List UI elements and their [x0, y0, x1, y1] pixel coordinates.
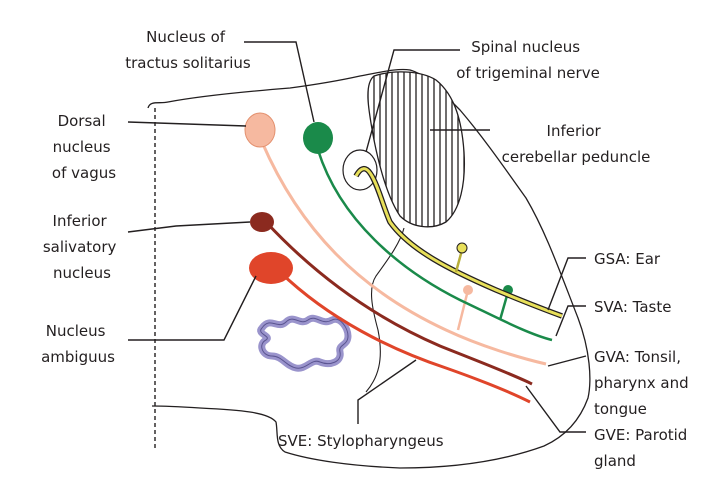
leader-nts [244, 41, 315, 123]
leader-gva [547, 355, 587, 367]
leader-spinal-trigeminal [365, 49, 460, 153]
label-ambiguus: Nucleus ambiguus [41, 322, 115, 366]
leader-sve [357, 359, 417, 424]
inferior-olive [257, 314, 352, 372]
label-sve: SVE: Stylopharyngeus [278, 432, 444, 450]
label-inferior-salivatory: Inferior salivatory nucleus [43, 212, 121, 282]
leader-ambiguus [128, 275, 257, 341]
inferior-cerebellar-peduncle [367, 71, 466, 228]
label-gve: GVE: Parotid gland [594, 426, 692, 470]
label-gsa: GSA: Ear [594, 250, 661, 268]
inferior-salivatory-nucleus [250, 212, 274, 232]
gva-fibre [260, 141, 547, 366]
nucleus-tractus-solitarius [303, 122, 333, 154]
gva-branch [456, 289, 470, 331]
leader-inferior-salivatory [127, 221, 251, 233]
dorsal-nucleus-of-vagus [244, 112, 276, 148]
sve-fibre [278, 270, 531, 404]
medulla-outline [147, 68, 591, 469]
label-spinal-trigeminal: Spinal nucleus of trigeminal nerve [456, 38, 600, 82]
gve-fibre [264, 220, 533, 386]
leader-dorsal-vagus [127, 121, 247, 127]
gsa-ending [456, 242, 468, 254]
leader-sva [555, 305, 586, 337]
label-nts: Nucleus of tractus solitarius [125, 28, 251, 72]
leader-gsa [547, 257, 586, 311]
gsa-branch [454, 249, 464, 273]
nucleus-ambiguus [249, 252, 293, 284]
label-sva: SVA: Taste [594, 298, 671, 316]
gva-ending [463, 285, 473, 295]
sva-fibre [316, 149, 553, 342]
gsa-fibre-inner [354, 167, 563, 318]
leader-gve [525, 385, 586, 433]
inferior-olive-outline [260, 317, 349, 369]
label-gva: GVA: Tonsil, pharynx and tongue [594, 348, 693, 418]
label-dorsal-vagus: Dorsal nucleus of vagus [52, 112, 116, 182]
label-inferior-cerebellar: Inferior cerebellar peduncle [502, 122, 651, 166]
